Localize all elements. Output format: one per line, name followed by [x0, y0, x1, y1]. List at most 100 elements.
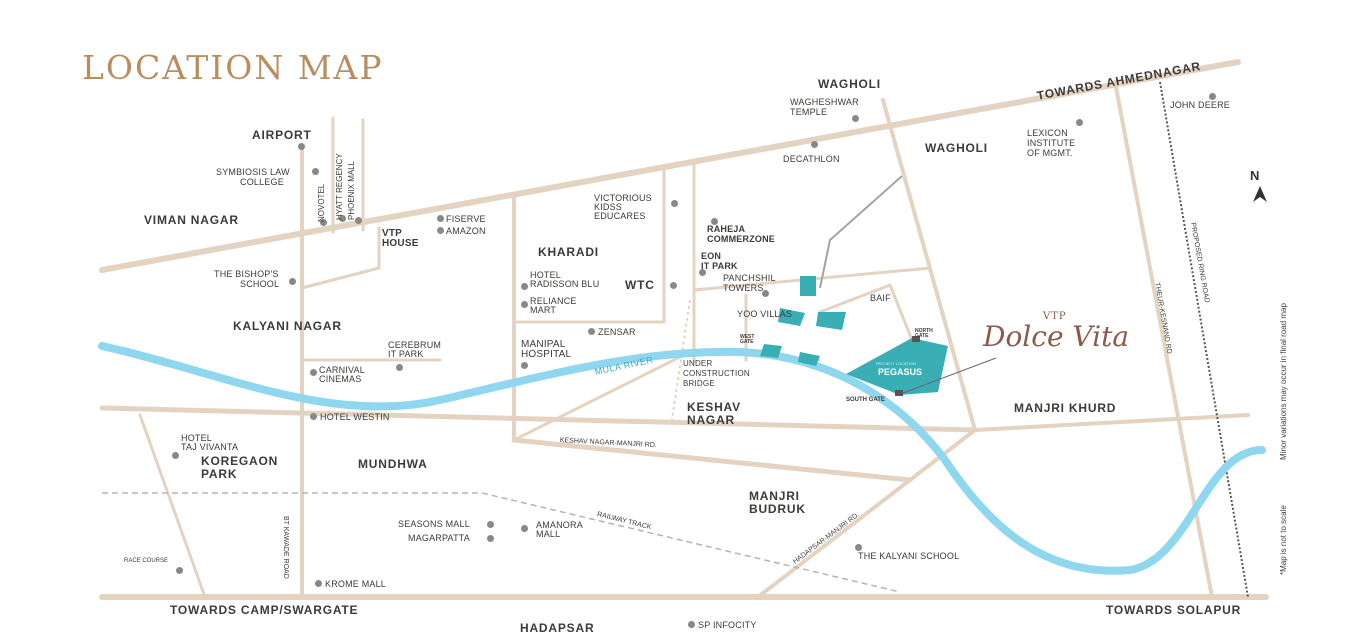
- landmark-dot: [1209, 93, 1216, 100]
- landmark-wagheshwar-2: TEMPLE: [790, 107, 828, 117]
- landmark-dot: [437, 227, 444, 234]
- landmark-dot: [320, 219, 327, 226]
- landmark-dot: [811, 141, 818, 148]
- area-koregaon-2: PARK: [201, 467, 238, 481]
- landmark-dot: [176, 567, 183, 574]
- landmark-yoo-villas: YOO VILLAS: [737, 309, 793, 319]
- wagholi-kesnand-road: [881, 98, 977, 432]
- landmark-baif: BAIF: [870, 293, 891, 303]
- landmark-bridge-1: UNDER: [683, 359, 713, 368]
- area-viman-nagar: VIMAN NAGAR: [144, 213, 239, 227]
- area-manjri-khurd: MANJRI KHURD: [1014, 401, 1117, 415]
- landmark-raheja-1: RAHEJA: [707, 224, 746, 234]
- wagholi-access-road: [819, 175, 903, 289]
- area-wagholi: WAGHOLI: [925, 141, 988, 155]
- landmark-taj-2: TAJ VIVANTA: [181, 442, 239, 452]
- variations-note: Minor variations may occur in final road…: [1279, 303, 1288, 460]
- landmark-dot: [688, 621, 695, 628]
- landmark-raheja-2: COMMERZONE: [707, 234, 775, 244]
- landmark-kalyani-school: THE KALYANI SCHOOL: [858, 551, 960, 561]
- landmark-manipal-2: HOSPITAL: [521, 349, 572, 360]
- proposed-ring-road: [1159, 81, 1249, 598]
- landmark-eon-1: EON: [701, 251, 722, 261]
- landmark-panchshil-2: TOWERS: [723, 283, 764, 293]
- north-gate-lane: [888, 283, 914, 342]
- landmark-dot: [699, 269, 706, 276]
- landmark-dot: [762, 290, 769, 297]
- area-koregaon-1: KOREGAON: [201, 454, 279, 468]
- landmark-manipal-1: MANIPAL: [521, 339, 566, 350]
- koregaon-road: [138, 413, 207, 599]
- landmark-victorious-3: EDUCARES: [594, 211, 646, 221]
- area-wagholi-top: WAGHOLI: [818, 77, 881, 91]
- area-hadapsar: HADAPSAR: [520, 621, 595, 635]
- west-gate-label: WEST GATE: [740, 334, 755, 346]
- nagar-road: [99, 59, 1241, 273]
- baif-link: [818, 283, 892, 314]
- landmark-dot: [312, 168, 319, 175]
- plot-name[interactable]: PEGASUS: [878, 367, 923, 377]
- brand-small-label: VTP: [1043, 311, 1067, 322]
- landmark-zensar: ZENSAR: [598, 327, 636, 337]
- landmark-dot: [521, 525, 528, 532]
- keshav-manjri-road: [511, 437, 913, 483]
- area-kalyani-nagar: KALYANI NAGAR: [233, 319, 342, 333]
- landmark-phoenix: PHOENIX MALL: [347, 160, 356, 220]
- pegasus-plot[interactable]: [846, 338, 948, 395]
- area-keshav-nagar-1: KESHAV: [687, 400, 741, 414]
- manjri-khurd-road: [973, 413, 1250, 432]
- landmark-bridge-3: BRIDGE: [683, 379, 715, 388]
- area-keshav-nagar-2: NAGAR: [687, 413, 735, 427]
- landmark-radisson-2: RADISSON BLU: [530, 279, 600, 289]
- landmark-dot: [670, 282, 677, 289]
- landmark-dot: [396, 364, 403, 371]
- map-title: LOCATION MAP: [82, 48, 384, 87]
- landmark-dot: [671, 200, 678, 207]
- landmark-dot: [355, 217, 362, 224]
- railway-track: [102, 492, 901, 593]
- area-wtc: WTC: [625, 278, 655, 292]
- landmark-krome: KROME MALL: [325, 579, 387, 589]
- landmark-carnival-2: CINEMAS: [319, 374, 362, 384]
- landmark-hyatt: HYATT REGENCY: [335, 153, 344, 220]
- area-manjri-budruk-2: BUDRUK: [749, 502, 806, 516]
- kalyani-link: [300, 266, 381, 290]
- landmark-lexicon-3: OF MGMT.: [1027, 148, 1073, 158]
- towards-solapur-label: TOWARDS SOLAPUR: [1106, 603, 1242, 617]
- landmark-carnival-1: CARNIVAL: [319, 365, 365, 375]
- building-block: [798, 352, 820, 366]
- south-gate-label: SOUTH GATE: [846, 397, 885, 403]
- landmark-dot: [339, 215, 346, 222]
- scale-note: *Map is not to scale: [1279, 505, 1288, 575]
- landmark-victorious-2: KIDSS: [594, 202, 623, 212]
- landmark-eon-2: IT PARK: [701, 261, 738, 271]
- landmark-dot: [1076, 119, 1083, 126]
- plot-tag: PROJECT LOCATION: [876, 361, 916, 366]
- mula-river: [98, 342, 1266, 575]
- landmark-dot: [588, 328, 595, 335]
- landmark-dot: [310, 369, 317, 376]
- vtp-house-label-2: HOUSE: [382, 238, 419, 249]
- building-block: [800, 276, 816, 296]
- landmark-dot: [298, 143, 305, 150]
- landmark-cerebrum-1: CEREBRUM: [388, 340, 442, 350]
- landmark-dot: [310, 413, 317, 420]
- area-mundhwa: MUNDHWA: [358, 457, 428, 471]
- landmark-cerebrum-2: IT PARK: [388, 349, 424, 359]
- landmark-lexicon-1: LEXICON: [1027, 128, 1068, 138]
- north-gate-label: NORTH GATE: [915, 328, 933, 340]
- landmark-amanora-2: MALL: [536, 529, 561, 539]
- building-block: [816, 312, 846, 330]
- brand-name: Dolce Vita: [983, 320, 1130, 353]
- nearby-buildings: [760, 276, 846, 366]
- building-block: [778, 308, 805, 326]
- landmark-amanora-1: AMANORA: [536, 520, 583, 530]
- area-kharadi: KHARADI: [538, 245, 599, 259]
- landmark-panchshil-1: PANCHSHIL: [723, 273, 776, 283]
- vtp-house-label-1: VTP: [382, 228, 403, 239]
- bt-kawade-road-label: BT KAWADE ROAD: [282, 516, 289, 579]
- landmark-bishops-2: SCHOOL: [240, 279, 280, 289]
- north-gate-marker: [912, 336, 920, 342]
- landmark-john-deere: JOHN DEERE: [1170, 100, 1231, 110]
- landmark-fiserve: FISERVE: [446, 214, 486, 224]
